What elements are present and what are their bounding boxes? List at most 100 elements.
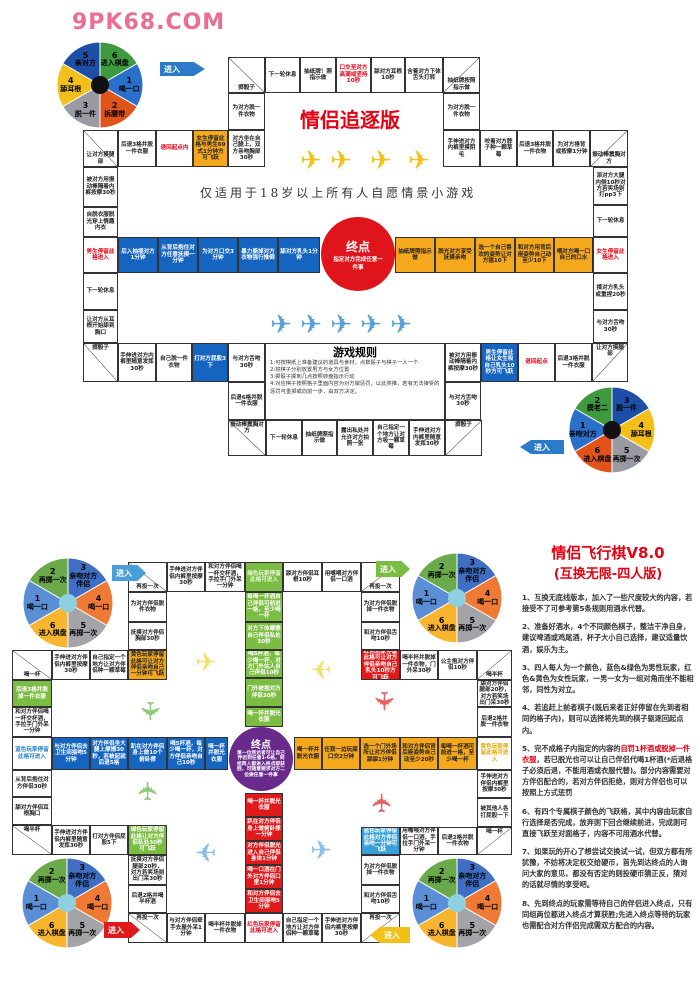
panel-rule: 1、互换无底线版本，加入了一些尺度较大的内容，若接受不了可参考第5条规则用酒水代… bbox=[522, 592, 694, 614]
top-board-cell: 掷骰子 bbox=[83, 343, 118, 382]
bottom-board-cell: 后退2格并脱一件衣物 bbox=[477, 707, 512, 737]
top-board-cell: 口交至对方高潮或坚持10秒 bbox=[336, 57, 371, 93]
wheel-label: 喝一口 bbox=[415, 902, 437, 911]
airplane-icon: ✈ bbox=[195, 836, 217, 866]
wheel-label: 再掷一次 bbox=[69, 629, 98, 638]
top-board-cell: 让对方摸腿部 bbox=[83, 130, 118, 167]
dice-wheel-graphic bbox=[56, 41, 144, 129]
person-icon bbox=[603, 421, 621, 439]
wheel-label: 进入棋盘 bbox=[427, 929, 456, 938]
bottom-board-cell: 后退2格并脱一件衣物 bbox=[438, 827, 477, 855]
dice-wheel-graphic bbox=[568, 386, 656, 474]
bottom-board-cell: 手伸进对方伴侣内裤里按摩30秒 bbox=[52, 650, 90, 680]
top-board-cell: 抽纸牌！照指示做 bbox=[300, 57, 336, 93]
rule-item: 2:将棋子分别放置男方与女方位置 bbox=[270, 367, 350, 374]
bottom-board-cell: 与对方伴侣去卫生间接吻5分钟 bbox=[52, 737, 90, 770]
bottom-board-cell: 手伸进对方伴侣内裤里按摩30秒 bbox=[167, 562, 205, 592]
top-board-cell: 自脱衣服脱光穿上情趣内衣 bbox=[83, 207, 118, 237]
dice-wheel-graphic bbox=[411, 552, 503, 644]
entry-arrow: 进入 bbox=[370, 927, 410, 943]
wheel-number: 2 bbox=[438, 562, 445, 572]
wheel-segment bbox=[66, 857, 107, 904]
wheel-label: 再掷一次 bbox=[68, 929, 97, 938]
panel-rule: 6、有四个专属棋子颜色的飞跃格，其中内容由玩家自行选择是否完成，放弃则下回合继续… bbox=[522, 806, 694, 839]
top-board-cell: 退回起点 bbox=[518, 343, 555, 382]
rule-text: 5、完不成格子内指定的内容的 bbox=[522, 743, 621, 753]
top-board-cell: 选一个自己喜欢的姿势让对方插10下 bbox=[475, 237, 515, 273]
wheel-segment bbox=[417, 902, 458, 949]
wheel-number: 5 bbox=[79, 920, 86, 930]
top-board-cell: 男生停留此格进入 bbox=[83, 237, 118, 273]
wheel-number: 1 bbox=[423, 893, 430, 903]
top-board-cell: 女生停留此格与男生69式1分钟方可飞跃 bbox=[193, 130, 228, 167]
wheel-number: 4 bbox=[94, 893, 101, 903]
entry-arrow: 进入 bbox=[520, 440, 564, 454]
wheel-label: 喝一口 bbox=[26, 602, 48, 611]
wheel-segment bbox=[456, 902, 497, 949]
wheel-number: 6 bbox=[48, 920, 55, 930]
airplane-icon: ✈ bbox=[310, 653, 332, 683]
bottom-board-cell: 为对方伴侣脱掉一件衣物 bbox=[361, 592, 400, 622]
rule-text: 7、如果玩的开心了想尝试交换试一试，但双方都有所犹豫，不妨将决定权交给硬币，首先… bbox=[522, 846, 693, 890]
wheel-label: 进入棋盘 bbox=[37, 929, 66, 938]
top-board-cell: 被对方用振动棒隔着内裤按摩30秒 bbox=[83, 167, 118, 207]
wheel-number: 5 bbox=[469, 615, 476, 625]
bottom-board-cell: 绿色玩家停留此格可进入 bbox=[245, 562, 283, 592]
top-board-cell: 暴力撕掉对方衣物强行推倒 bbox=[238, 237, 278, 273]
wheel-number: 3 bbox=[80, 563, 87, 573]
wheel-number: 4 bbox=[484, 588, 491, 598]
rule-highlight: 自罚1杯酒或脱掉一件衣服 bbox=[522, 743, 691, 764]
bottom-board-cell: 喝一杯并脱光衣服 bbox=[294, 737, 322, 770]
bottom-board-cell: 手伸进对方伴侣内裤里随意发挥30秒 bbox=[52, 825, 90, 855]
wheel-segment bbox=[62, 41, 101, 86]
airplane-icon: ✈ bbox=[133, 700, 164, 722]
bottom-board-cell: 手伸进对方伴侣内裤里按摩30秒 bbox=[322, 913, 361, 943]
bottom-board-cell: 喝半杯 bbox=[12, 825, 52, 855]
wheel-label: 进入棋盘 bbox=[427, 624, 456, 633]
top-board-title: 情侣追逐版 bbox=[300, 108, 400, 132]
wheel-label: 喝一口 bbox=[477, 902, 499, 911]
wheel-segment bbox=[417, 857, 458, 904]
bottom-board-cell: 趴在对方伴侣身上做10个俯卧撑 bbox=[128, 737, 167, 770]
wheel-segment bbox=[574, 429, 613, 474]
top-board-cell: 露出私处并允许对方拍照一张 bbox=[337, 420, 373, 456]
top-board-cell: 抽纸牌照指示做 bbox=[302, 420, 337, 456]
rules-title: 游戏规则 bbox=[333, 346, 377, 359]
bottom-board-cell: 喝半杯并脱掉一件衣物，门外呆30秒 bbox=[400, 650, 438, 680]
wheel-segment bbox=[611, 429, 650, 474]
top-board-cell: 振动棒震胸对方 bbox=[228, 420, 266, 456]
wheel-number: 3 bbox=[79, 863, 86, 873]
bottom-board-cell: 绿色玩家停留此格让对方伴侣私处30秒可飞跃 bbox=[128, 825, 167, 855]
bottom-board-cell: 手伸进对方伴侣内裤里按摩30秒 bbox=[477, 770, 512, 798]
panel-rule: 5、完不成格子内指定的内容的自罚1杯酒或脱掉一件衣服，若已脱光也可以让自己伴侣代… bbox=[522, 743, 694, 799]
finish-text: 指定对方完成任意一件事 bbox=[333, 256, 383, 271]
top-board-cell: 下一轮休息 bbox=[83, 273, 118, 310]
wheel-number: 6 bbox=[111, 50, 118, 60]
airplane-icon: ✈ bbox=[367, 690, 398, 712]
top-board-cell: 下一轮休息 bbox=[266, 420, 302, 456]
top-board-cell: 为对方捶背或按摩1分钟 bbox=[553, 130, 590, 167]
wheel-number: 2 bbox=[49, 567, 56, 577]
bottom-board-cell: 红色玩家停留此格可进入 bbox=[245, 913, 283, 943]
bottom-board-cell: 和对方伴侣舌吻10秒 bbox=[361, 622, 400, 650]
bottom-board-cell: 打对方伴侣屁股5下 bbox=[90, 825, 128, 855]
top-board-cell: 脱光对方享受抚摸亲吻 bbox=[435, 237, 475, 273]
wheel-number: 2 bbox=[594, 395, 601, 405]
airplane-icon: ✈ bbox=[330, 310, 352, 340]
top-board-cell: 掷骰子 bbox=[445, 420, 482, 456]
top-board-cell: 男生停留此格让女生吸自己乳头10秒方可飞跃 bbox=[481, 343, 518, 382]
bottom-finish-circle: 终点 第一位到达者可让自己伴侣到任意1-6格，同组两人都进入终点即获胜，可随意要… bbox=[229, 727, 293, 791]
wheel-number: 3 bbox=[469, 863, 476, 873]
